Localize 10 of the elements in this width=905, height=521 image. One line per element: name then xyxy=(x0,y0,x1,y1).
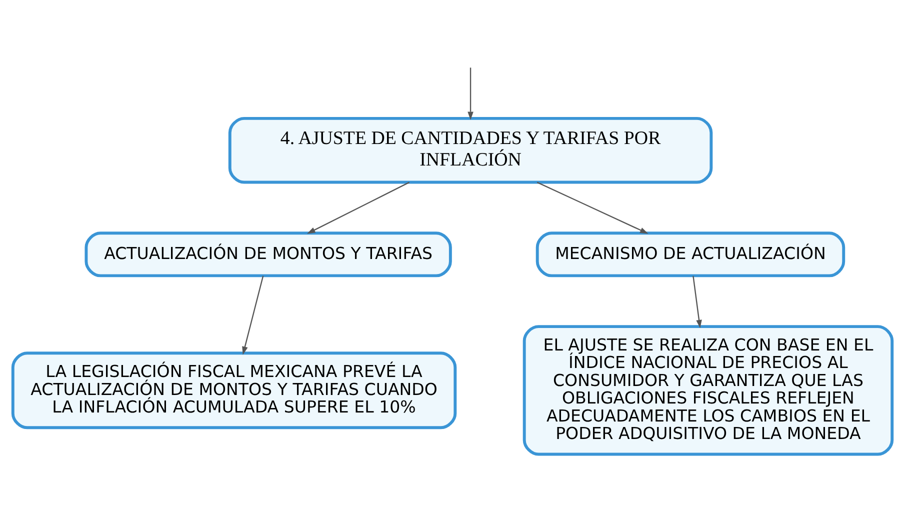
arrow xyxy=(468,68,474,120)
node-box: 4. AJUSTE DE CANTIDADES Y TARIFAS POR INFLACIÓN xyxy=(228,116,713,184)
arrow xyxy=(536,182,648,234)
node-box: ACTUALIZACIÓN DE MONTOS Y TARIFAS xyxy=(84,232,452,278)
node-box: EL AJUSTE SE REALIZA CON BASE EN EL ÍNDICE NACIONAL DE PRECIOS AL CONSUMIDOR Y GARANTIZA QUE LAS OBLIGACIONES FISCALES REFLEJEN ADECUADAMENTE LOS CAMBIOS EN EL PODER ADQUISITIVO DE LA MONEDA xyxy=(522,325,894,456)
arrow xyxy=(242,276,264,355)
node-box: MECANISMO DE ACTUALIZACIÓN xyxy=(536,232,846,278)
node-box: LA LEGISLACIÓN FISCAL MEXICANA PREVÉ LA ACTUALIZACIÓN DE MONTOS Y TARIFAS CUANDO LA INFLACIÓN ACUMULADA SUPERE EL 10% xyxy=(11,352,457,430)
arrow xyxy=(692,276,702,328)
arrow xyxy=(306,182,410,234)
